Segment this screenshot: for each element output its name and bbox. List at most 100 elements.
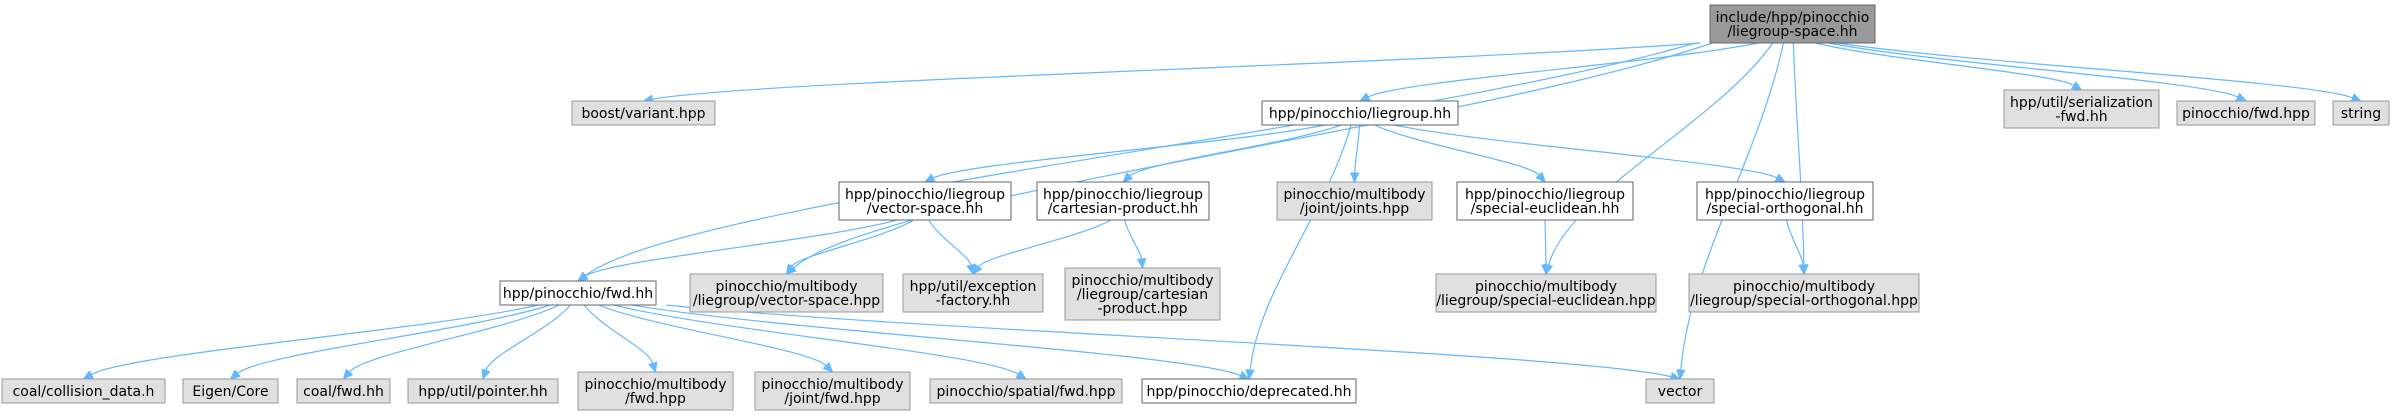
node-box [1456,181,1634,221]
arrowhead-hpp_fwd-to-mb_fwd [648,361,658,374]
node-box [902,273,1044,313]
node-label-line: /special-euclidean.hh [1471,201,1620,217]
node-label-line: /vector-space.hh [867,201,984,217]
node-coal-coll[interactable]: coal/collision_data.h [1,378,166,404]
node-box [1276,181,1433,221]
arrowhead-special_orth-to-pin_so [1798,264,1808,276]
node-label-line: /special-orthogonal.hh [1706,201,1863,217]
arrowhead-liegroup-to-special_euc [1535,171,1546,183]
node-label-line: hpp/pinocchio/liegroup [1705,187,1865,203]
node-box [1036,181,1210,221]
edge-hpp_fwd-to-deprecated [631,304,1241,377]
node-label-line: hpp/pinocchio/liegroup [1465,187,1625,203]
node-eigen-core[interactable]: Eigen/Core [182,378,279,404]
edge-root-to-util_serial [1815,42,2075,86]
node-special-euc[interactable]: hpp/pinocchio/liegroup/special-euclidean… [1456,181,1634,221]
edge-root-to-boost_variant [652,42,1701,100]
node-label-line: coal/collision_data.h [13,384,155,400]
node-box [296,378,391,404]
edge-vector_space-to-hpp_fwd [585,219,898,277]
node-label-line: pinocchio/multibody [1733,279,1875,295]
node-liegroup[interactable]: hpp/pinocchio/liegroup.hh [1261,100,1459,126]
node-label-line: hpp/pinocchio/fwd.hh [503,286,653,302]
edge-special_euc-to-pin_se [1544,219,1547,266]
node-joints[interactable]: pinocchio/multibody/joint/joints.hpp [1276,181,1433,221]
node-util-serial[interactable]: hpp/util/serialization-fwd.hh [2003,89,2160,129]
arrowhead-liegroup-to-cartesian [1122,172,1134,183]
node-label-line: hpp/pinocchio/liegroup.hh [1269,106,1451,122]
node-label-line: pinocchio/multibody [1475,279,1617,295]
node-pin-vs[interactable]: pinocchio/multibody/liegroup/vector-spac… [689,273,884,313]
node-pointer[interactable]: hpp/util/pointer.hh [407,378,559,404]
edge-hpp_fwd-to-mb_fwd [583,304,654,364]
node-box [1064,267,1221,321]
edge-root-to-pin_so [1792,42,1805,266]
node-label-line: /liegroup-space.hh [1727,24,1857,40]
node-box [1696,181,1874,221]
node-pin-cart[interactable]: pinocchio/multibody/liegroup/cartesian-p… [1064,267,1221,321]
node-label-line: hpp/util/pointer.hh [418,384,547,400]
node-box [2176,100,2316,126]
node-box [571,100,716,126]
node-box [1435,273,1657,313]
node-label-line: pinocchio/multibody [715,279,857,295]
edge-hpp_fwd-to-vector [666,304,1672,378]
node-label-line: /liegroup/special-euclidean.hpp [1436,293,1656,309]
edge-special_orth-to-pin_so [1785,219,1804,266]
node-pin-fwd[interactable]: pinocchio/fwd.hpp [2176,100,2316,126]
edge-vector_space-to-exception [928,219,972,266]
node-deprecated[interactable]: hpp/pinocchio/deprecated.hh [1141,378,1357,404]
node-box [929,378,1123,404]
arrowhead-root-to-liegroup [1358,92,1371,102]
node-joint-fwd[interactable]: pinocchio/multibody/joint/fwd.hpp [754,371,911,411]
node-spatial-fwd[interactable]: pinocchio/spatial/fwd.hpp [929,378,1123,404]
node-cartesian[interactable]: hpp/pinocchio/liegroup/cartesian-product… [1036,181,1210,221]
node-pin-so[interactable]: pinocchio/multibody/liegroup/special-ort… [1688,273,1920,313]
node-label-line: /cartesian-product.hh [1048,201,1199,217]
node-label-line: hpp/util/serialization [2010,95,2153,111]
node-box [2332,100,2390,126]
node-label-line: hpp/pinocchio/deprecated.hh [1147,384,1352,400]
node-label-line: /fwd.hpp [625,391,686,407]
node-label-line: hpp/util/exception [910,279,1037,295]
node-label-line: /liegroup/vector-space.hpp [693,293,880,309]
node-box [577,371,734,411]
node-boost-variant[interactable]: boost/variant.hpp [571,100,716,126]
node-label-line: hpp/pinocchio/liegroup [845,187,1005,203]
edge-root-to-hpp_fwd [584,42,1696,277]
node-root[interactable]: include/hpp/pinocchio/liegroup-space.hh [1709,4,1876,44]
edge-liegroup-to-deprecated [1249,124,1352,371]
node-pin-se[interactable]: pinocchio/multibody/liegroup/special-euc… [1435,273,1657,313]
edge-liegroup-to-vector_space [932,124,1326,179]
node-hpp-fwd[interactable]: hpp/pinocchio/fwd.hh [499,280,657,306]
edges-layer [82,42,2363,382]
node-label-line: boost/variant.hpp [581,106,705,122]
edge-hpp_fwd-to-coal_fwd [348,304,560,373]
node-label-line: pinocchio/multibody [1283,187,1425,203]
node-exception[interactable]: hpp/util/exception-factory.hh [902,273,1044,313]
edge-root-to-pin_se [1547,42,1774,266]
node-special-orth[interactable]: hpp/pinocchio/liegroup/special-orthogona… [1696,181,1874,221]
node-string[interactable]: string [2332,100,2390,126]
node-label-line: -product.hpp [1098,301,1188,317]
arrowhead-special_euc-to-pin_se [1541,264,1551,276]
node-label-line: string [2341,106,2381,122]
node-vector[interactable]: vector [1645,378,1715,404]
node-box [1141,378,1357,404]
node-vector-space[interactable]: hpp/pinocchio/liegroup/vector-space.hh [838,181,1012,221]
arrowhead-liegroup-to-deprecated [1245,369,1255,381]
node-coal-fwd[interactable]: coal/fwd.hh [296,378,391,404]
node-label-line: -fwd.hh [2055,109,2107,125]
edge-root-to-liegroup [1367,42,1759,98]
arrowhead-vector_space-to-hpp_fwd [576,271,589,282]
node-box [1688,273,1920,313]
node-mb-fwd[interactable]: pinocchio/multibody/fwd.hpp [577,371,734,411]
node-box [1,378,166,404]
edge-root-to-pin_fwd [1828,42,2239,98]
arrowhead-hpp_fwd-to-coal_coll [82,370,95,380]
arrowhead-cartesian-to-exception [972,263,983,275]
edge-hpp_fwd-to-joint_fwd [598,304,827,367]
edge-vector_space-to-pin_vs [791,219,915,267]
node-label-line: pinocchio/multibody [584,377,726,393]
node-box [1645,378,1715,404]
